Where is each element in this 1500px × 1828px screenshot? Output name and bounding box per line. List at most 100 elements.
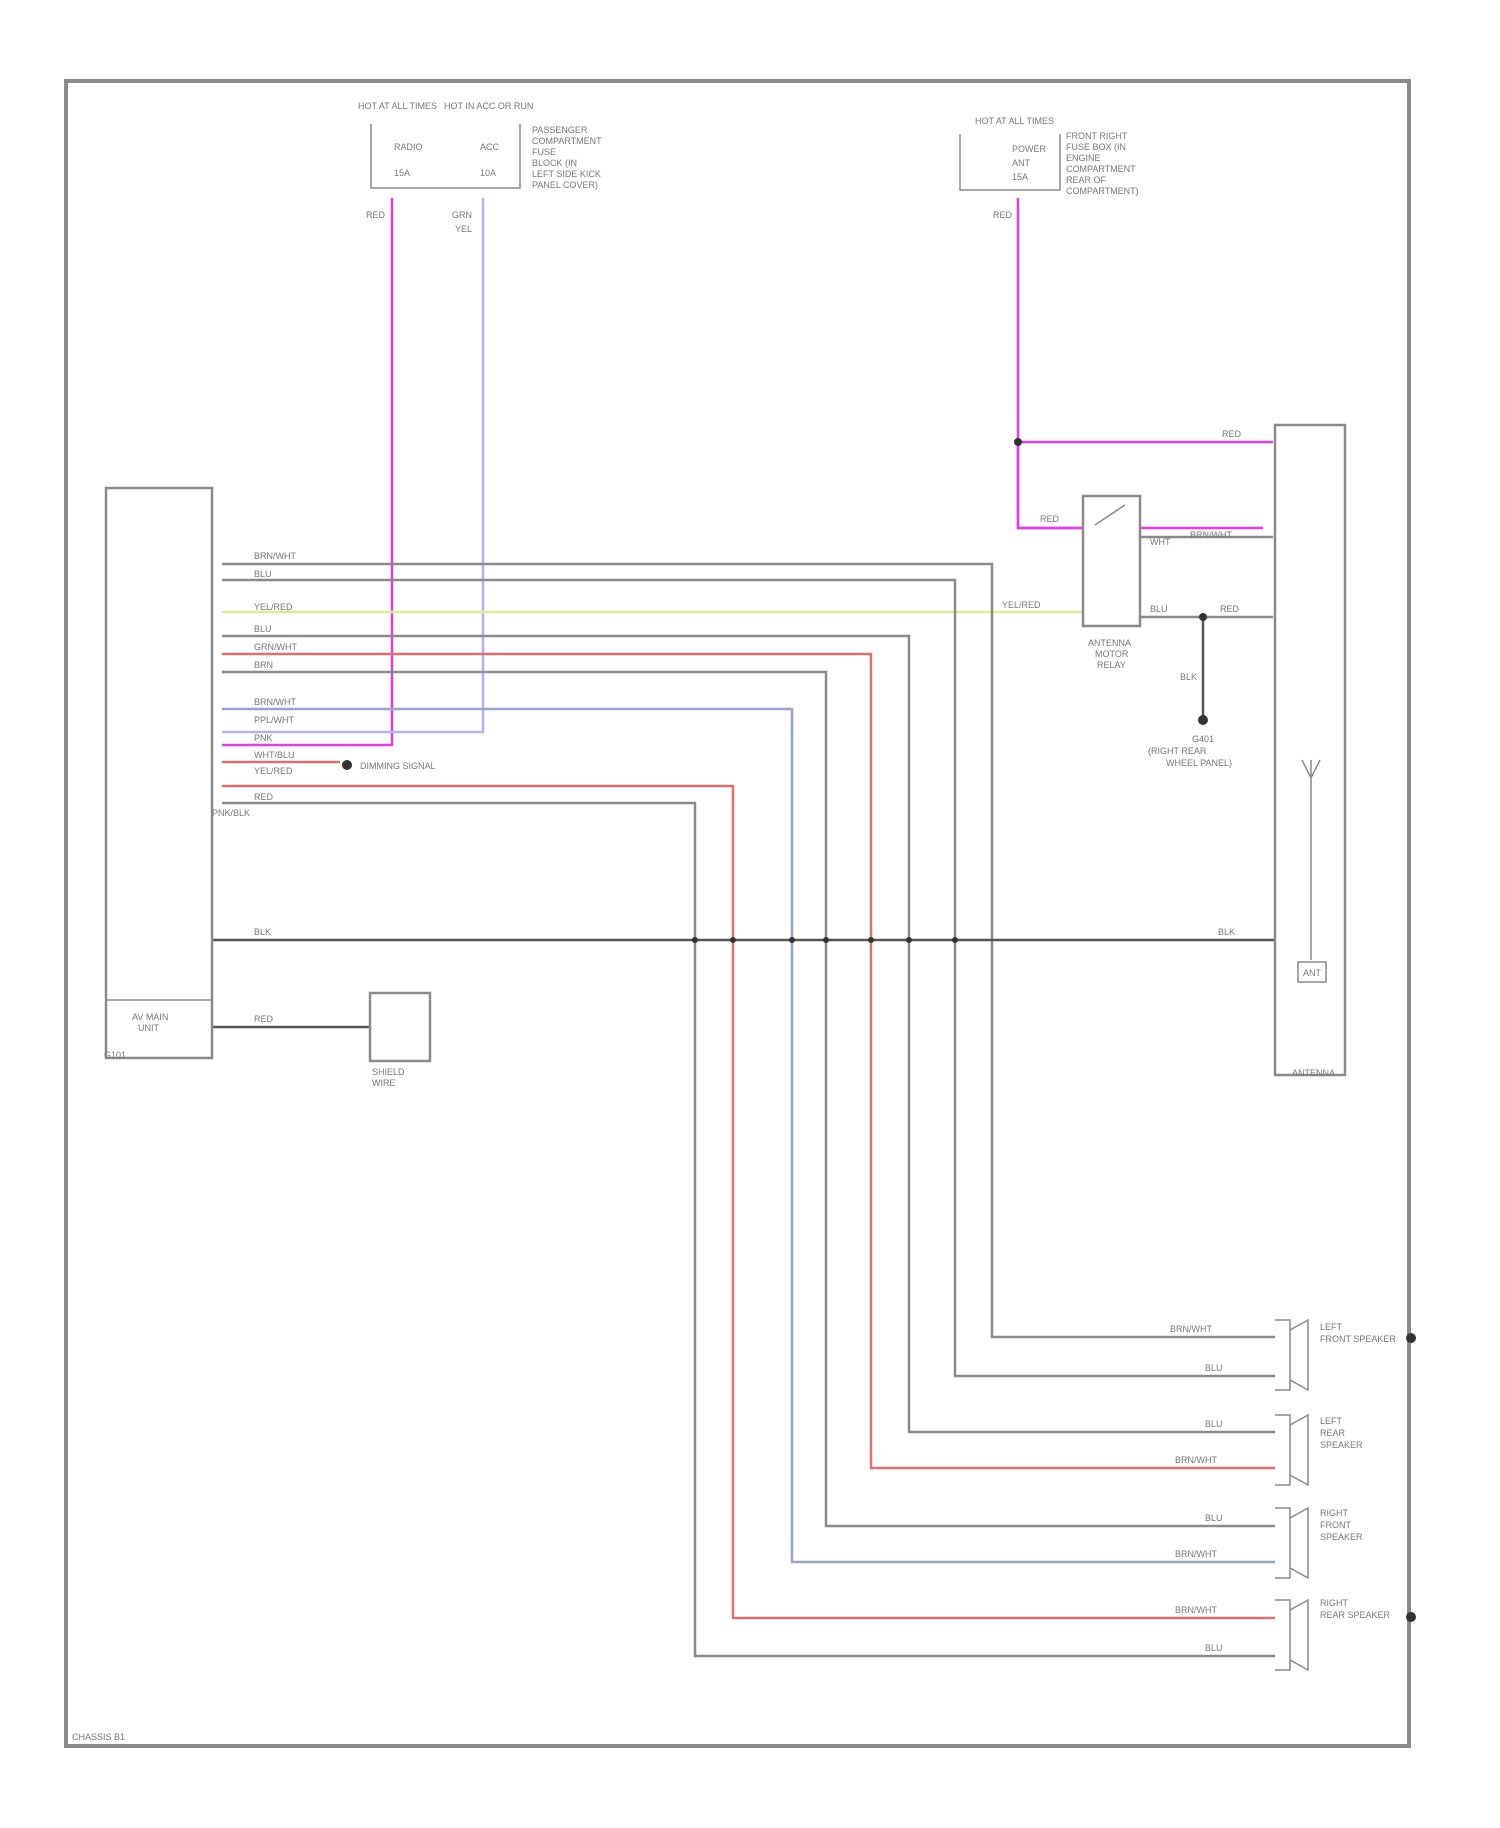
fuse-header-hot-at-all-times: HOT AT ALL TIMES (358, 101, 437, 111)
speaker-wire: BLU (1205, 1419, 1223, 1429)
bus-dot (868, 937, 874, 943)
wire-radio-battery (222, 198, 392, 745)
relay-ground-note-2: (RIGHT REAR (1148, 746, 1207, 756)
left-fuse-box: HOT AT ALL TIMES HOT IN ACC OR RUN RADIO… (358, 101, 602, 234)
speaker-wire: BLU (1205, 1363, 1223, 1373)
shield-wire-color: RED (254, 1014, 274, 1024)
speaker-name: REAR (1320, 1428, 1346, 1438)
radio-pin-wire: BLU (254, 624, 272, 634)
speaker-wire: BLU (1205, 1643, 1223, 1653)
fuse-header-hot-in-acc: HOT IN ACC OR RUN (444, 101, 533, 111)
bus-dot (789, 937, 795, 943)
right-fuse-side-3: ENGINE (1066, 153, 1101, 163)
antenna-wire-label: BLK (1218, 927, 1235, 937)
shield-wire-label-2: WIRE (372, 1078, 396, 1088)
radio-pin-wire: WHT/BLU (254, 750, 295, 760)
right-fuse-label-power: POWER (1012, 144, 1047, 154)
bus-dot (906, 937, 912, 943)
speaker-wire: BRN/WHT (1175, 1549, 1217, 1559)
relay-wire-label: RED (1220, 604, 1240, 614)
relay-ground-note-1: G401 (1192, 734, 1214, 744)
bus-dot (692, 937, 698, 943)
fuse-label-acc-amps: 10A (480, 168, 496, 178)
right-fuse-label-amps: 15A (1012, 172, 1028, 182)
right-fuse-side-6: COMPARTMENT) (1066, 186, 1139, 196)
speaker-cone-icon (1290, 1320, 1308, 1390)
fuse-label-radio-amps: 15A (394, 168, 410, 178)
speaker-wire: BRN/WHT (1170, 1324, 1212, 1334)
speaker-name: FRONT (1320, 1520, 1351, 1530)
junction-dot (1199, 613, 1207, 621)
radio-unit-label-1: AV MAIN (132, 1012, 168, 1022)
speaker-icon (1275, 1320, 1290, 1390)
fuse-wire-red: RED (366, 210, 386, 220)
relay-label-1: ANTENNA (1088, 638, 1131, 648)
power-antenna: ANT ANTENNA RED BLK (1218, 425, 1345, 1078)
fuse-wire-yel: YEL (455, 224, 472, 234)
left-fuse-box-outline (371, 124, 520, 188)
radio-pin-wire: PPL/WHT (254, 715, 295, 725)
radio-pin-wire: BLU (254, 569, 272, 579)
relay-wire-label: YEL/RED (1002, 600, 1041, 610)
speaker-name: LEFT (1320, 1322, 1343, 1332)
relay-box (1083, 496, 1140, 626)
fuse-side-2: COMPARTMENT (532, 136, 602, 146)
speaker-name: RIGHT (1320, 1508, 1349, 1518)
fuse-wire-grn: GRN (452, 210, 472, 220)
ground-dot (1198, 715, 1208, 725)
antenna-inner-label: ANT (1303, 968, 1322, 978)
diagram-frame (66, 81, 1409, 1746)
relay-wire-label: WHT (1150, 537, 1171, 547)
fuse-side-5: LEFT SIDE KICK (532, 169, 601, 179)
wire-antenna-power (1018, 198, 1263, 528)
relay-wire-label: BLK (1180, 672, 1197, 682)
speaker-left-rear: LEFT REAR SPEAKER BLU BRN/WHT (1175, 1415, 1363, 1485)
right-fuse-side-2: FUSE BOX (IN (1066, 142, 1126, 152)
wire-left-front-neg (222, 580, 1275, 1376)
relay-wire-label: RED (1040, 514, 1060, 524)
fuse-side-6: PANEL COVER) (532, 180, 598, 190)
wire-left-front-pos (222, 564, 1275, 1337)
speaker-dot (1406, 1612, 1416, 1622)
junction-dot (1014, 438, 1022, 446)
right-fuse-header: HOT AT ALL TIMES (975, 116, 1054, 126)
speaker-icon (1275, 1600, 1290, 1670)
relay-label-2: MOTOR (1095, 649, 1129, 659)
fuse-label-acc: ACC (480, 142, 500, 152)
speaker-wire: BRN/WHT (1175, 1455, 1217, 1465)
right-fuse-side-5: REAR OF (1066, 175, 1107, 185)
speaker-right-front: RIGHT FRONT SPEAKER BLU BRN/WHT (1175, 1508, 1363, 1578)
wire-right-front-neg (222, 709, 1275, 1562)
speaker-cone-icon (1290, 1415, 1308, 1485)
radio-pin-wire: BRN (254, 660, 273, 670)
fuse-side-1: PASSENGER (532, 125, 588, 135)
relay-wire-label: BRN/WHT (1190, 530, 1232, 540)
speaker-right-rear: RIGHT REAR SPEAKER BRN/WHT BLU (1175, 1598, 1391, 1670)
speaker-name: SPEAKER (1320, 1440, 1363, 1450)
speaker-name: FRONT SPEAKER (1320, 1334, 1396, 1344)
bus-dot (823, 937, 829, 943)
speaker-left-front: LEFT FRONT SPEAKER BRN/WHT BLU (1170, 1320, 1396, 1390)
speaker-name: RIGHT (1320, 1598, 1349, 1608)
radio-pin-wire: YEL/RED (254, 602, 293, 612)
speaker-wire: BLU (1205, 1513, 1223, 1523)
radio-unit: AV MAIN UNIT G101 BRN/WHT BLU YEL/RED BL… (104, 488, 436, 1060)
antenna-label: ANTENNA (1292, 1068, 1335, 1078)
shield-wire-box (370, 993, 430, 1061)
radio-pin-wire: BRN/WHT (254, 551, 296, 561)
right-fuse-box-outline (960, 134, 1060, 190)
radio-pin-wire: YEL/RED (254, 766, 293, 776)
speaker-name: LEFT (1320, 1416, 1343, 1426)
relay-label-3: RELAY (1097, 660, 1126, 670)
dimming-signal-note: DIMMING SIGNAL (360, 761, 436, 771)
right-fuse-side-1: FRONT RIGHT (1066, 131, 1128, 141)
radio-pin-wire: PNK (254, 733, 273, 743)
radio-ground-wire-label: BLK (254, 927, 271, 937)
radio-pin-wire: RED (254, 792, 274, 802)
speaker-name: REAR SPEAKER (1320, 1610, 1391, 1620)
radio-unit-box (106, 488, 212, 1058)
radio-unit-ground-label: G101 (104, 1050, 126, 1060)
radio-unit-label-2: UNIT (138, 1023, 159, 1033)
radio-pin-wire: BRN/WHT (254, 697, 296, 707)
